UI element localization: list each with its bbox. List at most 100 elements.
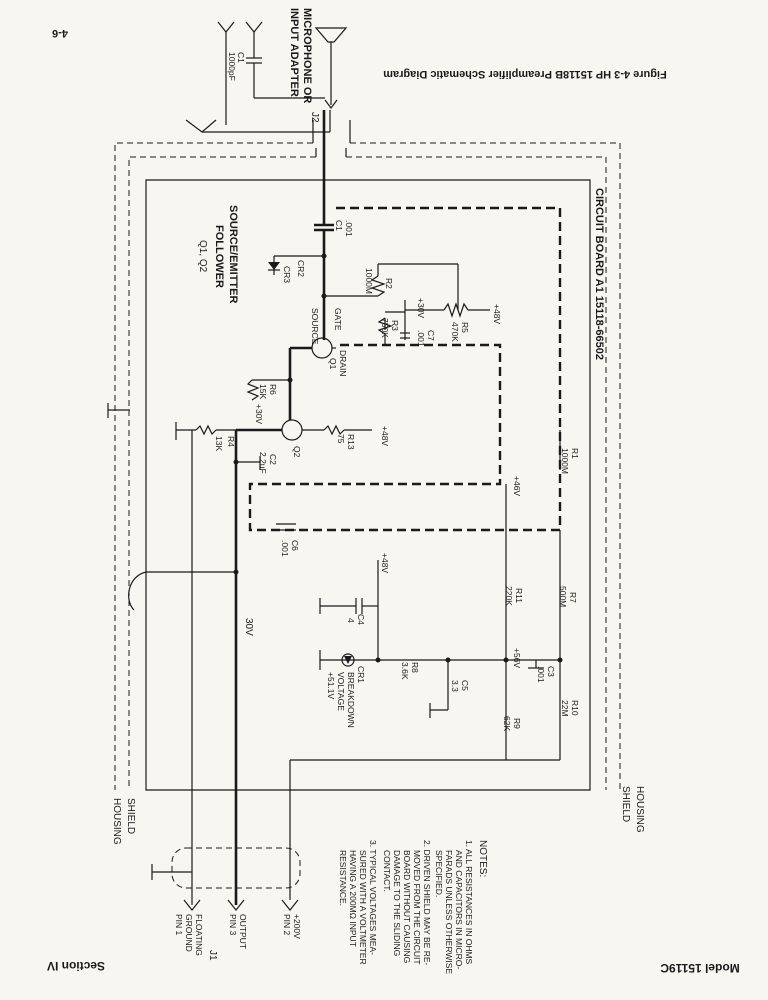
r10-value: 22M (560, 700, 570, 717)
r13-value: 75 (336, 434, 346, 444)
circuit-board-label: CIRCUIT BOARD A1 15118-66502 (593, 188, 605, 360)
note-line: FARADS UNLESS OTHERWISE (444, 850, 454, 974)
model-number: Model 15119C (660, 961, 740, 975)
q2-label: Q2 (292, 446, 302, 458)
resistor-r4 (175, 422, 236, 440)
c7-value: .001 (416, 330, 426, 347)
r5-name: R5 (460, 322, 470, 333)
housing-label-right: HOUSING (634, 786, 645, 833)
gate-label: GATE (333, 308, 343, 331)
r4-name: R4 (226, 436, 236, 447)
c3-name: C3 (546, 666, 556, 677)
r13-name: R13 (346, 434, 356, 450)
note-line: AND CAPACITORS IN MICRO- (454, 850, 464, 969)
r7-value: 500M (558, 586, 568, 607)
mic-label-line1: MICROPHONE OR (301, 8, 313, 103)
connector-j1 (151, 847, 301, 911)
shield-label-right: SHIELD (620, 786, 631, 822)
c4-value: 4 (346, 618, 356, 623)
c5-value: 3.3 (450, 680, 460, 692)
note-line: HAVING A 200MΩ INPUT (348, 850, 358, 947)
transistor-q1 (288, 337, 336, 380)
r8-value: 3.6K (400, 662, 410, 680)
v48-mid-label: +48V (380, 426, 390, 446)
power-supply-section (289, 484, 563, 900)
v48-top-label: +48V (492, 304, 502, 324)
notes-title: NOTES: (477, 840, 488, 877)
c4-name: C4 (356, 614, 366, 625)
v30-mid-label: +30V (254, 404, 264, 424)
r6-name: R6 (268, 384, 278, 395)
c6-value: .001 (280, 540, 290, 557)
r1-name: R1 (570, 448, 580, 459)
page-number: 4-6 (52, 27, 68, 39)
cr3-label: CR3 (282, 266, 292, 283)
c1-top-name: C1 (236, 52, 246, 63)
c2-value: 2.2uF (258, 452, 268, 474)
v46-label: +46V (512, 476, 522, 496)
c1-value: .001 (344, 220, 354, 237)
note-line: SPECIFIED. (434, 850, 444, 897)
cr1-name: CR1 (356, 666, 366, 683)
pin2-line2: PIN 2 (282, 914, 292, 936)
chassis-ground-symbol (107, 403, 130, 418)
pin3-line2: PIN 3 (228, 914, 238, 936)
v30-top-label: +30V (416, 298, 426, 318)
v30-line-label: 30V (243, 618, 254, 636)
capacitor-c6 (276, 523, 296, 531)
note-line: SURED WITH A VOLTMETER (358, 850, 368, 965)
r8-name: R8 (410, 662, 420, 673)
c2-name: C2 (268, 454, 278, 465)
c1-name: C1 (334, 220, 344, 231)
note-line: RESISTANCE. (338, 850, 348, 906)
v48-low-label: +48V (380, 553, 390, 573)
r1-value: 1000M (560, 448, 570, 474)
c5-name: C5 (460, 680, 470, 691)
j1-label: J1 (207, 950, 218, 961)
pin2-line1: +200V (292, 914, 302, 939)
cr1-desc1: BREAKDOWN (346, 672, 356, 728)
function-label-line1: SOURCE/EMITTER (227, 205, 239, 303)
note-line: 1. ALL RESISTANCES IN OHMS (464, 840, 474, 965)
note-line: BOARD WITHOUT CAUSING (402, 850, 412, 963)
resistor-r2 (370, 263, 458, 297)
housing-label-left: HOUSING (111, 798, 122, 845)
c7-name: C7 (426, 330, 436, 341)
output-bus-30v (128, 430, 239, 905)
notes-list: 1. ALL RESISTANCES IN OHMS AND CAPACITOR… (338, 840, 474, 974)
pin1-line3: PIN 1 (174, 914, 184, 936)
gate-bias-network (377, 264, 490, 345)
section-label: Section IV (47, 959, 105, 973)
r11-name: R11 (514, 588, 524, 603)
r11-value: 220K (504, 586, 514, 606)
j2-label: J2 (309, 112, 320, 123)
figure-title: Figure 4-3 HP 15118B Preamplifier Schema… (383, 68, 667, 80)
function-label-line2: FOLLOWER (213, 225, 225, 288)
shield-label-left: SHIELD (125, 798, 136, 834)
capacitor-c2 (236, 456, 261, 470)
driven-shield (248, 206, 562, 532)
microphone-symbol (314, 27, 348, 109)
r3-value: 750K (380, 318, 390, 338)
r3-name: R3 (390, 320, 400, 331)
r4-value: 13K (214, 436, 224, 451)
note-line: 2. DRIVEN SHIELD MAY BE RE- (422, 840, 432, 965)
r9-name: R9 (512, 718, 522, 729)
c6-name: C6 (290, 540, 300, 551)
source-label: SOURCE (310, 308, 320, 345)
r5-value: 470K (450, 322, 460, 342)
transistor-q2 (236, 419, 372, 441)
input-line (268, 110, 378, 340)
note-line: 3. TYPICAL VOLTAGES MEA- (368, 840, 378, 955)
r7-name: R7 (568, 592, 578, 603)
r2-value: 1000M (364, 268, 374, 294)
shield-and-housing (114, 120, 621, 791)
c3-value: .001 (536, 666, 546, 683)
note-line: CONTACT. (382, 850, 392, 892)
pin3-line1: OUTPUT (238, 914, 248, 949)
r10-name: R10 (570, 700, 580, 716)
r6-value: 15K (258, 384, 268, 399)
input-antennas (185, 21, 331, 133)
